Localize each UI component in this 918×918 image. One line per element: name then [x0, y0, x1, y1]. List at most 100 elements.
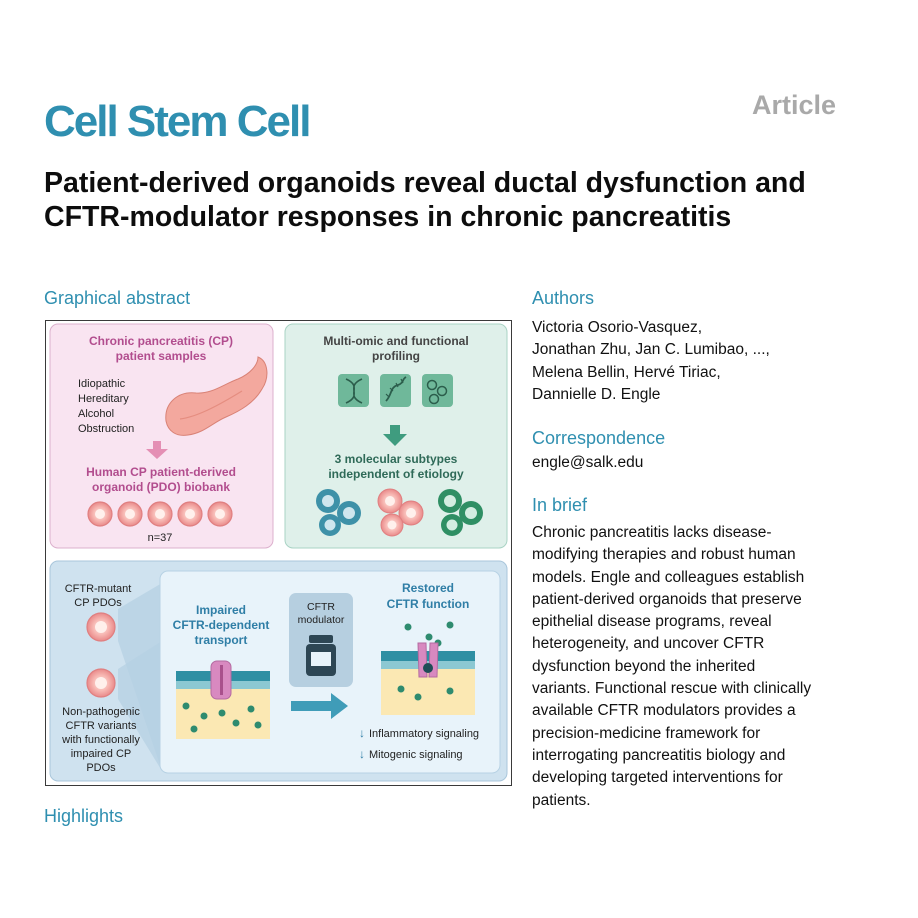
- nonpath-line: impaired CP: [71, 748, 132, 760]
- organoid-lumen: [406, 508, 416, 518]
- ion-dot: [446, 621, 454, 629]
- graphical-abstract-heading: Graphical abstract: [44, 288, 191, 308]
- organoid-lumen: [185, 509, 195, 519]
- ion-dot: [425, 633, 433, 641]
- omics-result-line: independent of etiology: [328, 467, 464, 481]
- brief-line: models. Engle and colleagues establish: [532, 568, 805, 586]
- highlights-heading: Highlights: [44, 806, 124, 826]
- ion-dot: [404, 623, 412, 631]
- brief-line: epithelial disease programs, reveal: [532, 613, 772, 631]
- restored-line: CFTR function: [387, 597, 470, 611]
- ion-dot: [446, 687, 454, 695]
- dna-icon: [338, 374, 369, 407]
- brief-line: Chronic pancreatitis lacks disease-: [532, 524, 772, 541]
- modulator-line: modulator: [298, 614, 345, 626]
- organoid-lumen: [155, 509, 165, 519]
- rna-icon: [380, 374, 411, 407]
- impaired-membrane: [176, 660, 270, 739]
- nonpath-line: Non-pathogenic: [62, 706, 140, 718]
- author-line: Dannielle D. Engle: [532, 385, 661, 403]
- ion-dot: [247, 705, 255, 713]
- funnel-shape: [118, 641, 162, 771]
- biobank-line: organoid (PDO) biobank: [92, 480, 230, 494]
- impaired-line: Impaired: [196, 603, 246, 617]
- subtype-cluster-teal: [316, 489, 361, 536]
- organoid-row: [87, 501, 233, 527]
- brief-line: interrogating pancreatitis biology and: [532, 746, 786, 764]
- subtype-cluster-salmon: [377, 488, 424, 537]
- article-title: Patient-derived organoids reveal ductal …: [44, 167, 806, 233]
- authors-heading: Authors: [532, 288, 595, 308]
- modulator-molecule: [423, 663, 433, 673]
- correspondence-heading: Correspondence: [532, 428, 666, 448]
- organoid-lumen: [322, 495, 334, 507]
- omics-title-line: profiling: [372, 349, 420, 363]
- organoid-lumen: [385, 496, 395, 506]
- etiology-label: Idiopathic: [78, 378, 126, 390]
- organoid-lumen: [446, 519, 458, 531]
- impaired-line: transport: [195, 633, 248, 647]
- organoid-lumen: [215, 509, 225, 519]
- organoid-lumen: [95, 677, 107, 689]
- ion-dot: [397, 685, 405, 693]
- author-line: Melena Bellin, Hervé Tiriac,: [532, 363, 721, 381]
- organoid-lumen: [343, 507, 355, 519]
- cp-title-line: patient samples: [116, 349, 207, 363]
- brief-line: heterogeneity, and uncover CFTR: [532, 635, 765, 653]
- omics-title-line: Multi-omic and functional: [323, 334, 468, 348]
- cftr-mutant-line: CP PDOs: [74, 597, 122, 609]
- in-brief-text: Chronic pancreatitis lacks disease- modi…: [532, 522, 844, 812]
- organoid-lumen: [465, 507, 477, 519]
- effect-inflammatory: Inflammatory signaling: [369, 728, 479, 740]
- down-arrow-icon: ↓: [359, 747, 365, 761]
- chromatin-icon: [422, 374, 453, 407]
- down-arrow-icon: [146, 441, 168, 459]
- organoid-lumen: [95, 509, 105, 519]
- correspondence-email[interactable]: engle@salk.edu: [532, 454, 644, 471]
- ion-dot: [414, 693, 422, 701]
- brief-line: developing targeted interventions for: [532, 769, 783, 787]
- article-type-label: Article: [751, 90, 836, 120]
- author-line: Jonathan Zhu, Jan C. Lumibao, ...,: [532, 341, 770, 359]
- biobank-count: n=37: [148, 532, 173, 544]
- omics-result-line: 3 molecular subtypes: [335, 452, 458, 466]
- effect-mitogenic: Mitogenic signaling: [369, 749, 463, 761]
- brief-line: precision-medicine framework for: [532, 724, 761, 742]
- impaired-line: CFTR-dependent: [173, 618, 270, 632]
- organoid-lumen: [387, 520, 397, 530]
- brief-line: variants. Functional rescue with clinica…: [532, 680, 812, 698]
- modulator-line: CFTR: [307, 601, 335, 613]
- brief-line: patient-derived organoids that preserve: [532, 590, 802, 608]
- graphical-abstract-svg: Chronic pancreatitis (CP) patient sample…: [49, 323, 508, 782]
- etiology-label: Hereditary: [78, 393, 129, 405]
- cp-title-line: Chronic pancreatitis (CP): [89, 334, 233, 348]
- right-arrow-icon: [291, 693, 348, 719]
- pill-bottle-icon: [306, 635, 336, 676]
- ion-dot: [218, 709, 226, 717]
- nonpath-line: PDOs: [86, 762, 116, 774]
- subtype-cluster-green: [438, 489, 483, 536]
- cp-samples-panel: [49, 323, 274, 549]
- author-line: Victoria Osorio-Vasquez,: [532, 319, 703, 336]
- organoid-lumen: [444, 495, 456, 507]
- graphical-abstract-figure: Chronic pancreatitis (CP) patient sample…: [45, 320, 512, 786]
- ion-dot: [200, 712, 208, 720]
- down-arrow-icon: ↓: [359, 726, 365, 740]
- ion-dot: [232, 719, 240, 727]
- brief-line: dysfunction beyond the inherited: [532, 657, 756, 675]
- brief-line: patients.: [532, 791, 591, 809]
- ion-dot: [182, 702, 190, 710]
- nonpath-line: CFTR variants: [66, 720, 137, 732]
- organoid-lumen: [125, 509, 135, 519]
- journal-name: Cell Stem Cell: [44, 97, 311, 146]
- biobank-line: Human CP patient-derived: [86, 465, 236, 479]
- etiology-label: Alcohol: [78, 408, 114, 420]
- etiology-label: Obstruction: [78, 423, 134, 435]
- organoid-lumen: [95, 621, 107, 633]
- ion-dot: [254, 721, 262, 729]
- pancreas-icon: [165, 356, 268, 436]
- brief-line: modifying therapies and robust human: [532, 546, 796, 564]
- nonpath-line: with functionally: [61, 734, 140, 746]
- ion-dot: [190, 725, 198, 733]
- in-brief-heading: In brief: [532, 495, 588, 515]
